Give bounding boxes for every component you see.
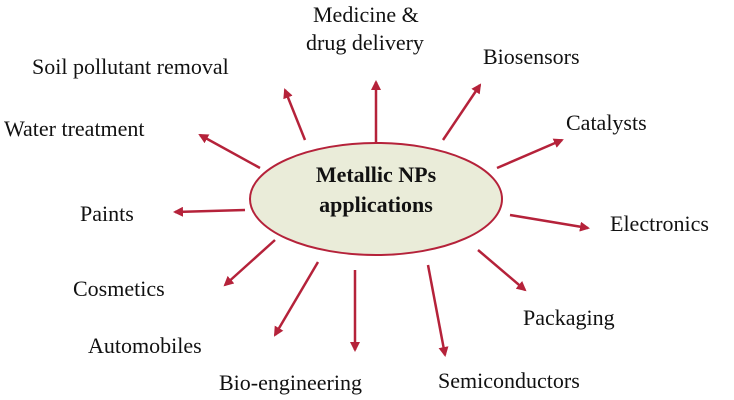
arrow-packaging	[477, 249, 527, 292]
label-electronics: Electronics	[610, 211, 709, 236]
arrow-automobiles	[273, 261, 320, 337]
label-paints: Paints	[80, 201, 134, 226]
label-semiconductors: Semiconductors	[438, 368, 580, 393]
label-medicine-2: drug delivery	[306, 30, 424, 55]
arrow-cosmetics	[223, 239, 276, 287]
label-soil-pollutant: Soil pollutant removal	[32, 54, 229, 79]
center-ellipse	[249, 142, 503, 256]
center-line1: Metallic NPs	[315, 162, 437, 187]
arrow-water	[198, 133, 261, 170]
label-catalysts: Catalysts	[566, 110, 647, 135]
arrow-biosensors	[441, 83, 482, 141]
arrow-electronics	[509, 213, 590, 232]
center-title: Metallic NPs applications	[250, 160, 502, 220]
label-medicine-1: Medicine &	[313, 2, 419, 27]
label-cosmetics: Cosmetics	[73, 276, 165, 301]
arrow-semiconductors	[426, 264, 449, 357]
label-biosensors: Biosensors	[483, 44, 580, 69]
arrow-soil	[283, 88, 307, 141]
label-automobiles: Automobiles	[88, 333, 202, 358]
label-water-treatment: Water treatment	[4, 116, 145, 141]
label-bioengineering: Bio-engineering	[219, 370, 362, 395]
label-packaging: Packaging	[523, 305, 615, 330]
arrow-catalysts	[496, 138, 564, 170]
arrow-paints	[173, 206, 246, 217]
center-line2: applications	[319, 192, 433, 217]
